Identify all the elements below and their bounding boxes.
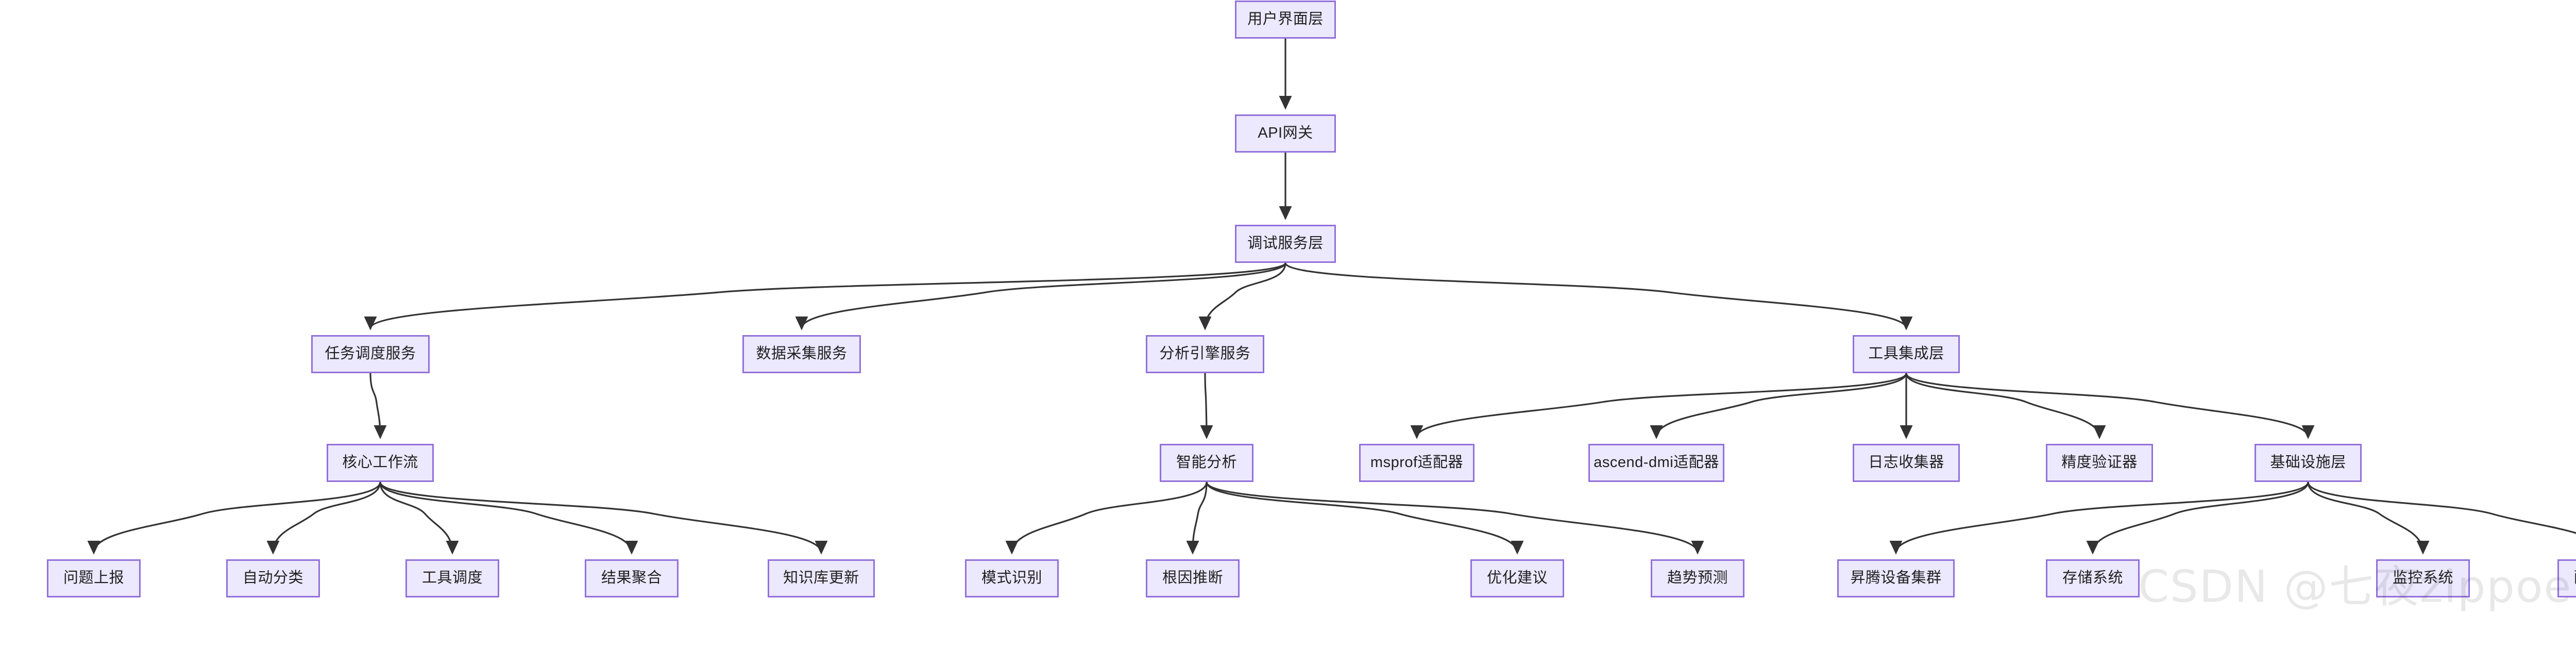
node-pattern[interactable]: 模式识别: [965, 559, 1059, 597]
edge-workflow-to-aggregate: [379, 481, 638, 555]
edge-infra-to-monitor: [2307, 481, 2430, 555]
edge-debug-to-tool_layer: [1284, 262, 1913, 330]
node-storage[interactable]: 存储系统: [2046, 559, 2140, 597]
node-label-ui: 用户界面层: [1247, 11, 1324, 28]
node-tool_sched[interactable]: 工具调度: [405, 559, 499, 597]
node-label-storage: 存储系统: [2062, 570, 2123, 587]
edge-tool_layer-to-ascend_dmi: [1650, 373, 1907, 439]
node-label-issue: 问题上报: [63, 570, 124, 587]
edge-smart-to-rootcause: [1186, 481, 1208, 555]
node-label-workflow: 核心工作流: [342, 454, 418, 471]
node-label-collect: 数据采集服务: [756, 345, 848, 362]
node-label-trend: 趋势预测: [1667, 570, 1728, 587]
edge-infra-to-storage: [2086, 481, 2309, 555]
edge-smart-to-optimize: [1206, 481, 1524, 555]
node-label-precision: 精度验证器: [2061, 454, 2138, 471]
node-label-rootcause: 根因推断: [1162, 570, 1223, 587]
node-ui[interactable]: 用户界面层: [1235, 1, 1336, 39]
node-label-tool_layer: 工具集成层: [1868, 345, 1944, 362]
edge-workflow-to-tool_sched: [379, 481, 459, 555]
node-msprof[interactable]: msprof适配器: [1359, 444, 1475, 482]
node-label-debug: 调试服务层: [1247, 235, 1324, 252]
watermark-text: CSDN @七夜zippoe: [2138, 561, 2572, 613]
node-label-analysis_svc: 分析引擎服务: [1159, 345, 1251, 362]
node-label-ascend_dmi: ascend-dmi适配器: [1594, 454, 1719, 471]
node-label-log: 日志收集器: [1868, 454, 1944, 471]
edge-infra-to-config: [2307, 481, 2576, 534]
edge-tool_layer-to-infra: [1905, 373, 2315, 439]
edge-workflow-to-classify: [266, 481, 381, 555]
node-aggregate[interactable]: 结果聚合: [585, 559, 679, 597]
edge-tool_layer-to-msprof: [1410, 373, 1907, 439]
node-label-api: API网关: [1258, 125, 1313, 142]
node-collect[interactable]: 数据采集服务: [742, 335, 861, 373]
edge-infra-to-device: [1889, 481, 2309, 555]
node-precision[interactable]: 精度验证器: [2046, 444, 2153, 482]
node-label-monitor: 监控系统: [2392, 570, 2453, 587]
node-log[interactable]: 日志收集器: [1853, 444, 1960, 482]
node-label-infra: 基础设施层: [2270, 454, 2346, 471]
node-issue[interactable]: 问题上报: [47, 559, 141, 597]
node-rootcause[interactable]: 根因推断: [1146, 559, 1240, 597]
node-trend[interactable]: 趋势预测: [1651, 559, 1744, 597]
node-device[interactable]: 昇腾设备集群: [1837, 559, 1955, 597]
node-config[interactable]: 配置管理: [2557, 559, 2576, 597]
node-optimize[interactable]: 优化建议: [1470, 559, 1564, 597]
edge-debug-to-task: [364, 262, 1286, 330]
node-label-tool_sched: 工具调度: [421, 570, 483, 587]
node-label-classify: 自动分类: [242, 570, 303, 587]
node-label-aggregate: 结果聚合: [601, 570, 662, 587]
node-workflow[interactable]: 核心工作流: [327, 444, 434, 482]
edge-smart-to-trend: [1206, 481, 1704, 555]
edge-analysis_svc-to-smart: [1200, 373, 1213, 439]
node-label-task: 任务调度服务: [325, 345, 416, 362]
node-kb_update[interactable]: 知识库更新: [768, 559, 875, 597]
node-infra[interactable]: 基础设施层: [2255, 444, 2362, 482]
edge-workflow-to-issue: [87, 481, 381, 555]
node-ascend_dmi[interactable]: ascend-dmi适配器: [1588, 444, 1724, 482]
edge-debug-to-collect: [795, 262, 1286, 330]
node-label-smart: 智能分析: [1176, 454, 1237, 471]
node-tool_layer[interactable]: 工具集成层: [1853, 335, 1960, 373]
edge-smart-to-pattern: [1005, 481, 1208, 555]
node-monitor[interactable]: 监控系统: [2376, 559, 2470, 597]
node-task[interactable]: 任务调度服务: [311, 335, 430, 373]
node-smart[interactable]: 智能分析: [1160, 444, 1253, 482]
node-label-optimize: 优化建议: [1486, 570, 1548, 587]
node-label-pattern: 模式识别: [981, 570, 1042, 587]
node-label-msprof: msprof适配器: [1370, 454, 1464, 471]
node-label-config: 配置管理: [2570, 570, 2576, 587]
node-classify[interactable]: 自动分类: [226, 559, 320, 597]
node-label-kb_update: 知识库更新: [783, 570, 859, 587]
node-label-device: 昇腾设备集群: [1850, 570, 1942, 587]
edge-workflow-to-kb_update: [379, 481, 828, 555]
edge-task-to-workflow: [369, 373, 387, 439]
node-api[interactable]: API网关: [1235, 114, 1336, 153]
node-analysis_svc[interactable]: 分析引擎服务: [1146, 335, 1264, 373]
edge-tool_layer-to-precision: [1905, 373, 2106, 439]
node-debug[interactable]: 调试服务层: [1235, 225, 1336, 263]
edge-debug-to-analysis_svc: [1198, 262, 1286, 330]
